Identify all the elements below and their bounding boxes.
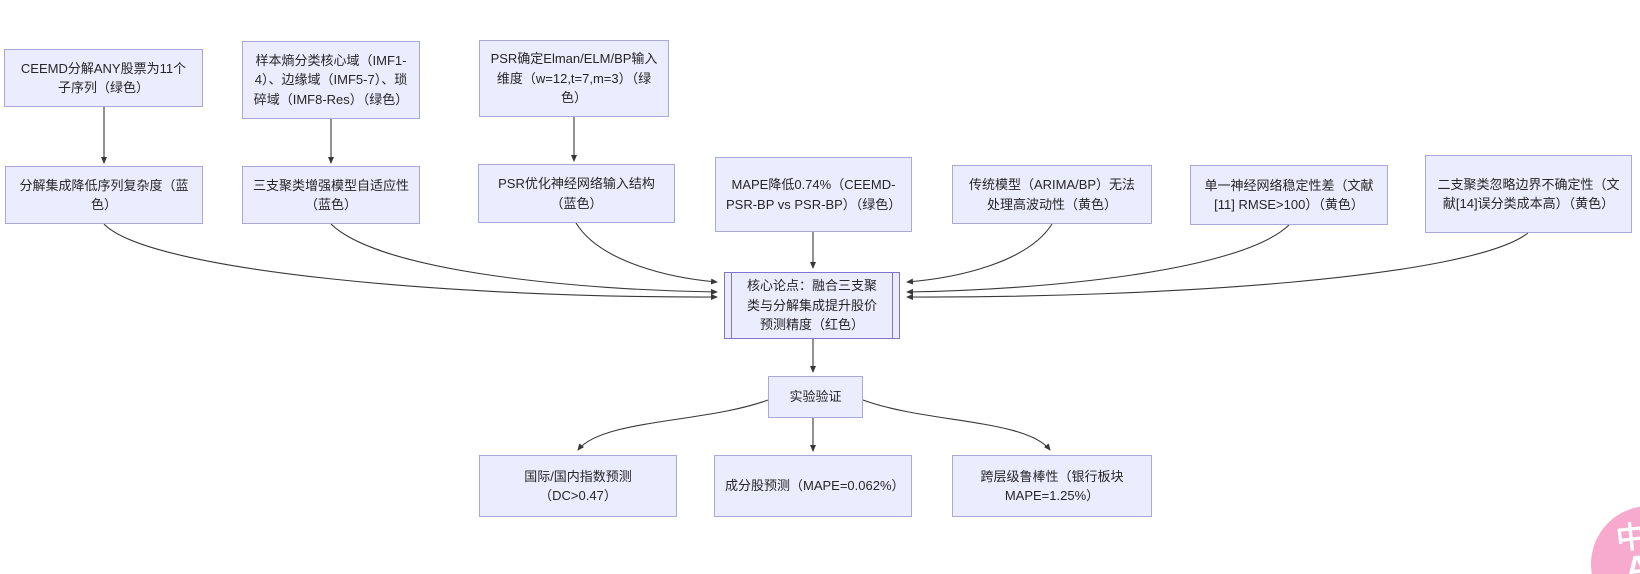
edge-j-k [906,232,1529,301]
node-single-nn-instability: 单一神经网络稳定性差（文献[11] RMSE>100）（黄色） [1190,165,1388,225]
edge-l-m [577,399,769,451]
node-ceemd-decompose: CEEMD分解ANY股票为11个子序列（绿色） [4,49,203,107]
node-psr-input-structure: PSR优化神经网络输入结构（蓝色） [478,164,675,223]
node-core-thesis: 核心论点：融合三支聚类与分解集成提升股价预测精度（红色） [724,272,900,339]
edge-f-k [575,222,718,285]
node-psr-input-dimension: PSR确定Elman/ELM/BP输入维度（w=12,t=7,m=3）（绿色） [479,40,669,117]
edge-i-k [906,224,1290,295]
node-constituent-prediction: 成分股预测（MAPE=0.062%） [714,455,912,517]
edge-d-k [103,223,718,301]
node-decompose-complexity: 分解集成降低序列复杂度（蓝色） [5,166,203,224]
node-index-prediction: 国际/国内指数预测（DC>0.47） [479,455,677,517]
translate-badge-a-glyph: A [1623,548,1640,574]
edge-h-k [906,223,1053,285]
edge-e-k [330,223,718,295]
node-traditional-models-limit: 传统模型（ARIMA/BP）无法处理高波动性（黄色） [952,165,1152,224]
node-experiment-validation: 实验验证 [768,376,863,418]
node-sample-entropy-domains: 样本熵分类核心域（IMF1-4）、边缘域（IMF5-7）、琐碎域（IMF8-Re… [242,41,420,119]
node-cross-level-robustness: 跨层级鲁棒性（银行板块MAPE=1.25%） [952,455,1152,517]
node-mape-reduction: MAPE降低0.74%（CEEMD-PSR-BP vs PSR-BP）（绿色） [715,157,912,232]
node-three-way-adaptivity: 三支聚类增强模型自适应性（蓝色） [242,166,420,224]
edge-l-o [862,399,1051,451]
node-two-way-clustering-limit: 二支聚类忽略边界不确定性（文献[14]误分类成本高）（黄色） [1425,155,1632,233]
